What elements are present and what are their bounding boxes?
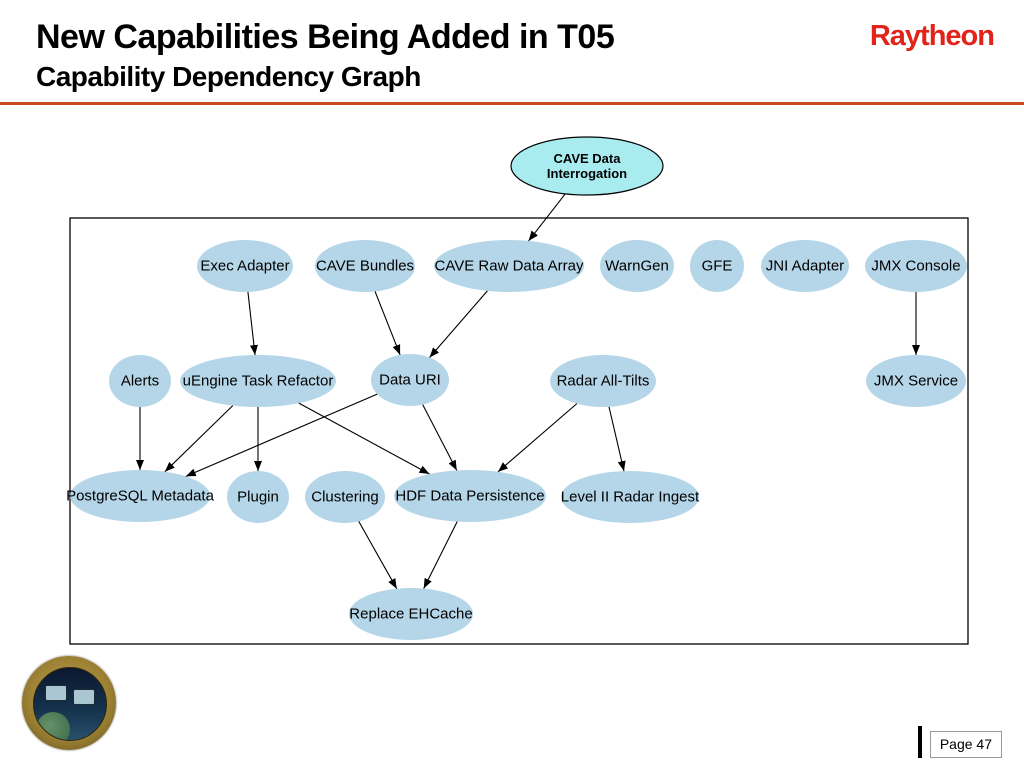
awips-emblem bbox=[22, 656, 116, 750]
node-shape bbox=[561, 471, 699, 523]
node-shape bbox=[865, 240, 967, 292]
node-shape bbox=[866, 355, 966, 407]
node-alerts: Alerts bbox=[109, 355, 171, 407]
node-label: Radar All-Tilts bbox=[557, 373, 650, 390]
edge-cave-bundles-to-data-uri bbox=[374, 291, 401, 356]
page-title: New Capabilities Being Added in T05 bbox=[36, 18, 615, 56]
node-label: Level II Radar Ingest bbox=[561, 489, 700, 506]
node-label: Exec Adapter bbox=[200, 258, 289, 275]
node-label: Replace EHCache bbox=[349, 606, 472, 623]
node-plugin: Plugin bbox=[227, 471, 289, 523]
node-label: HDF Data Persistence bbox=[395, 488, 544, 505]
node-clustering: Clustering bbox=[305, 471, 385, 523]
monitor-icon bbox=[45, 685, 67, 701]
graph-box bbox=[69, 217, 969, 645]
node-label: JMX Service bbox=[874, 373, 958, 390]
node-label: CAVE Bundles bbox=[316, 258, 414, 275]
node-replace-ehcache: Replace EHCache bbox=[349, 588, 473, 640]
node-shape bbox=[349, 588, 473, 640]
node-postgresql-metadata: PostgreSQL Metadata bbox=[66, 470, 215, 522]
node-shape bbox=[371, 354, 449, 406]
node-gfe: GFE bbox=[690, 240, 744, 292]
node-cave-bundles: CAVE Bundles bbox=[315, 240, 415, 292]
node-label: CAVE Data bbox=[554, 151, 622, 166]
node-label: WarnGen bbox=[605, 258, 669, 275]
edge-clustering-to-replace-ehcache bbox=[358, 521, 398, 589]
node-shape bbox=[70, 470, 210, 522]
page-footer: Page 47 bbox=[917, 726, 1002, 758]
node-label: Alerts bbox=[121, 373, 159, 390]
node-cave-raw-data-array: CAVE Raw Data Array bbox=[434, 240, 584, 292]
node-jmx-service: JMX Service bbox=[866, 355, 966, 407]
node-shape bbox=[550, 355, 656, 407]
node-shape bbox=[510, 136, 664, 196]
edge-data-uri-to-postgresql-metadata bbox=[185, 393, 378, 477]
node-label: uEngine Task Refactor bbox=[183, 373, 334, 390]
node-label: GFE bbox=[702, 258, 733, 275]
node-shape bbox=[315, 240, 415, 292]
node-label: Clustering bbox=[311, 489, 379, 506]
node-label: JMX Console bbox=[871, 258, 960, 275]
node-label: Plugin bbox=[237, 489, 279, 506]
raytheon-logo: Raytheon bbox=[869, 20, 995, 52]
node-label: PostgreSQL Metadata bbox=[66, 488, 215, 505]
monitor-icon bbox=[73, 689, 95, 705]
node-exec-adapter: Exec Adapter bbox=[197, 240, 293, 292]
header-rule bbox=[0, 102, 1024, 105]
edge-uengine-task-refactor-to-postgresql-metadata bbox=[164, 405, 234, 473]
edge-data-uri-to-hdf-data-persistence bbox=[422, 404, 458, 471]
node-shape bbox=[394, 470, 546, 522]
edge-cave-data-interrogation-to-cave-raw-data-array bbox=[528, 193, 566, 242]
node-label: CAVE Raw Data Array bbox=[435, 258, 584, 275]
footer-bar bbox=[917, 726, 922, 758]
node-shape bbox=[305, 471, 385, 523]
node-jni-adapter: JNI Adapter bbox=[761, 240, 849, 292]
node-shape bbox=[197, 240, 293, 292]
edge-uengine-task-refactor-to-hdf-data-persistence bbox=[298, 402, 430, 475]
page-subtitle: Capability Dependency Graph bbox=[36, 61, 421, 92]
emblem-inner-circle bbox=[33, 667, 107, 741]
node-jmx-console: JMX Console bbox=[865, 240, 967, 292]
node-label: JNI Adapter bbox=[766, 258, 844, 275]
edge-radar-all-tilts-to-hdf-data-persistence bbox=[497, 403, 578, 473]
edge-exec-adapter-to-uengine-task-refactor bbox=[247, 291, 258, 356]
node-warngen: WarnGen bbox=[600, 240, 674, 292]
node-shape bbox=[227, 471, 289, 523]
node-label: Data URI bbox=[379, 372, 441, 389]
edge-cave-raw-data-array-to-data-uri bbox=[429, 290, 488, 358]
globe-icon bbox=[36, 712, 70, 740]
node-radar-all-tilts: Radar All-Tilts bbox=[550, 355, 656, 407]
node-shape bbox=[690, 240, 744, 292]
edge-radar-all-tilts-to-level-ii-radar-ingest bbox=[608, 406, 626, 472]
node-uengine-task-refactor: uEngine Task Refactor bbox=[180, 355, 336, 407]
node-hdf-data-persistence: HDF Data Persistence bbox=[394, 470, 546, 522]
node-shape bbox=[600, 240, 674, 292]
node-shape bbox=[109, 355, 171, 407]
node-level-ii-radar-ingest: Level II Radar Ingest bbox=[561, 471, 700, 523]
node-shape bbox=[761, 240, 849, 292]
node-label: Interrogation bbox=[547, 166, 627, 181]
page-number: Page 47 bbox=[929, 731, 1002, 758]
edge-hdf-data-persistence-to-replace-ehcache bbox=[423, 521, 458, 589]
node-shape bbox=[434, 240, 584, 292]
node-shape bbox=[180, 355, 336, 407]
node-data-uri: Data URI bbox=[371, 354, 449, 406]
